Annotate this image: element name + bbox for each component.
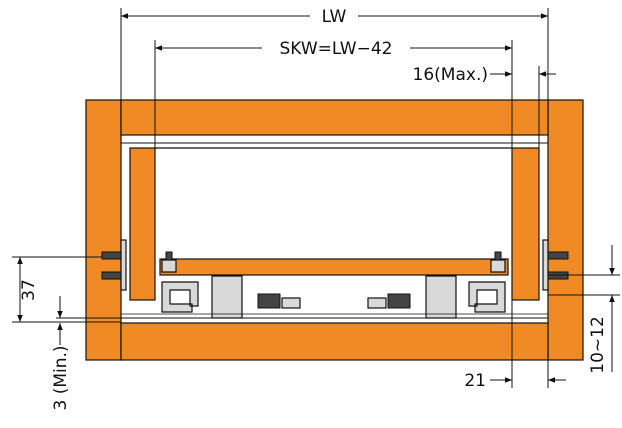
screw-head — [165, 251, 173, 261]
dim-16-max: 16(Max.) — [413, 65, 556, 148]
dim-label-37: 37 — [19, 279, 39, 301]
dim-10-12: 10~12 — [548, 245, 620, 374]
cabinet — [85, 99, 584, 361]
side-bracket — [542, 239, 549, 291]
locking-device-icon — [257, 293, 281, 309]
dim-skw: SKW=LW−42 — [154, 39, 513, 148]
screw-icon — [101, 271, 123, 280]
screw-head — [494, 251, 502, 261]
dim-label-skw: SKW=LW−42 — [280, 39, 393, 59]
runner-connector — [367, 297, 387, 309]
runner-connector — [281, 297, 301, 309]
screw-icon — [547, 251, 569, 260]
cabinet-top-rail — [120, 99, 549, 136]
screw-icon — [490, 259, 506, 273]
dim-label-lw: LW — [322, 7, 347, 27]
dim-label-3-min: 3 (Min.) — [51, 345, 71, 410]
cabinet-left-side — [85, 99, 122, 361]
drawer-bottom-panel — [159, 258, 509, 276]
runner-left — [161, 251, 301, 319]
runner-right — [367, 251, 506, 319]
dim-3-min: 3 (Min.) — [51, 296, 121, 411]
screw-icon — [101, 251, 123, 260]
locking-device-icon — [387, 293, 411, 309]
dim-label-21: 21 — [464, 371, 486, 391]
drawer-right-side — [511, 147, 540, 301]
screw-icon — [161, 259, 177, 273]
dim-lw: LW — [120, 7, 549, 100]
runner-rail-icon — [468, 281, 506, 313]
dim-label-10-12: 10~12 — [588, 316, 608, 374]
dim-37: 37 — [12, 256, 121, 323]
cabinet-right-side — [547, 99, 584, 361]
side-bracket — [120, 239, 127, 291]
cabinet-bottom — [120, 322, 549, 361]
drawer — [121, 142, 548, 301]
locking-device-icon — [425, 275, 457, 319]
runner-rail-icon — [161, 281, 199, 313]
drawer-left-side — [129, 147, 156, 301]
side-screws-left — [101, 239, 127, 291]
locking-device-icon — [211, 275, 243, 319]
dim-label-16-max: 16(Max.) — [413, 65, 488, 85]
dim-21: 21 — [464, 300, 566, 391]
